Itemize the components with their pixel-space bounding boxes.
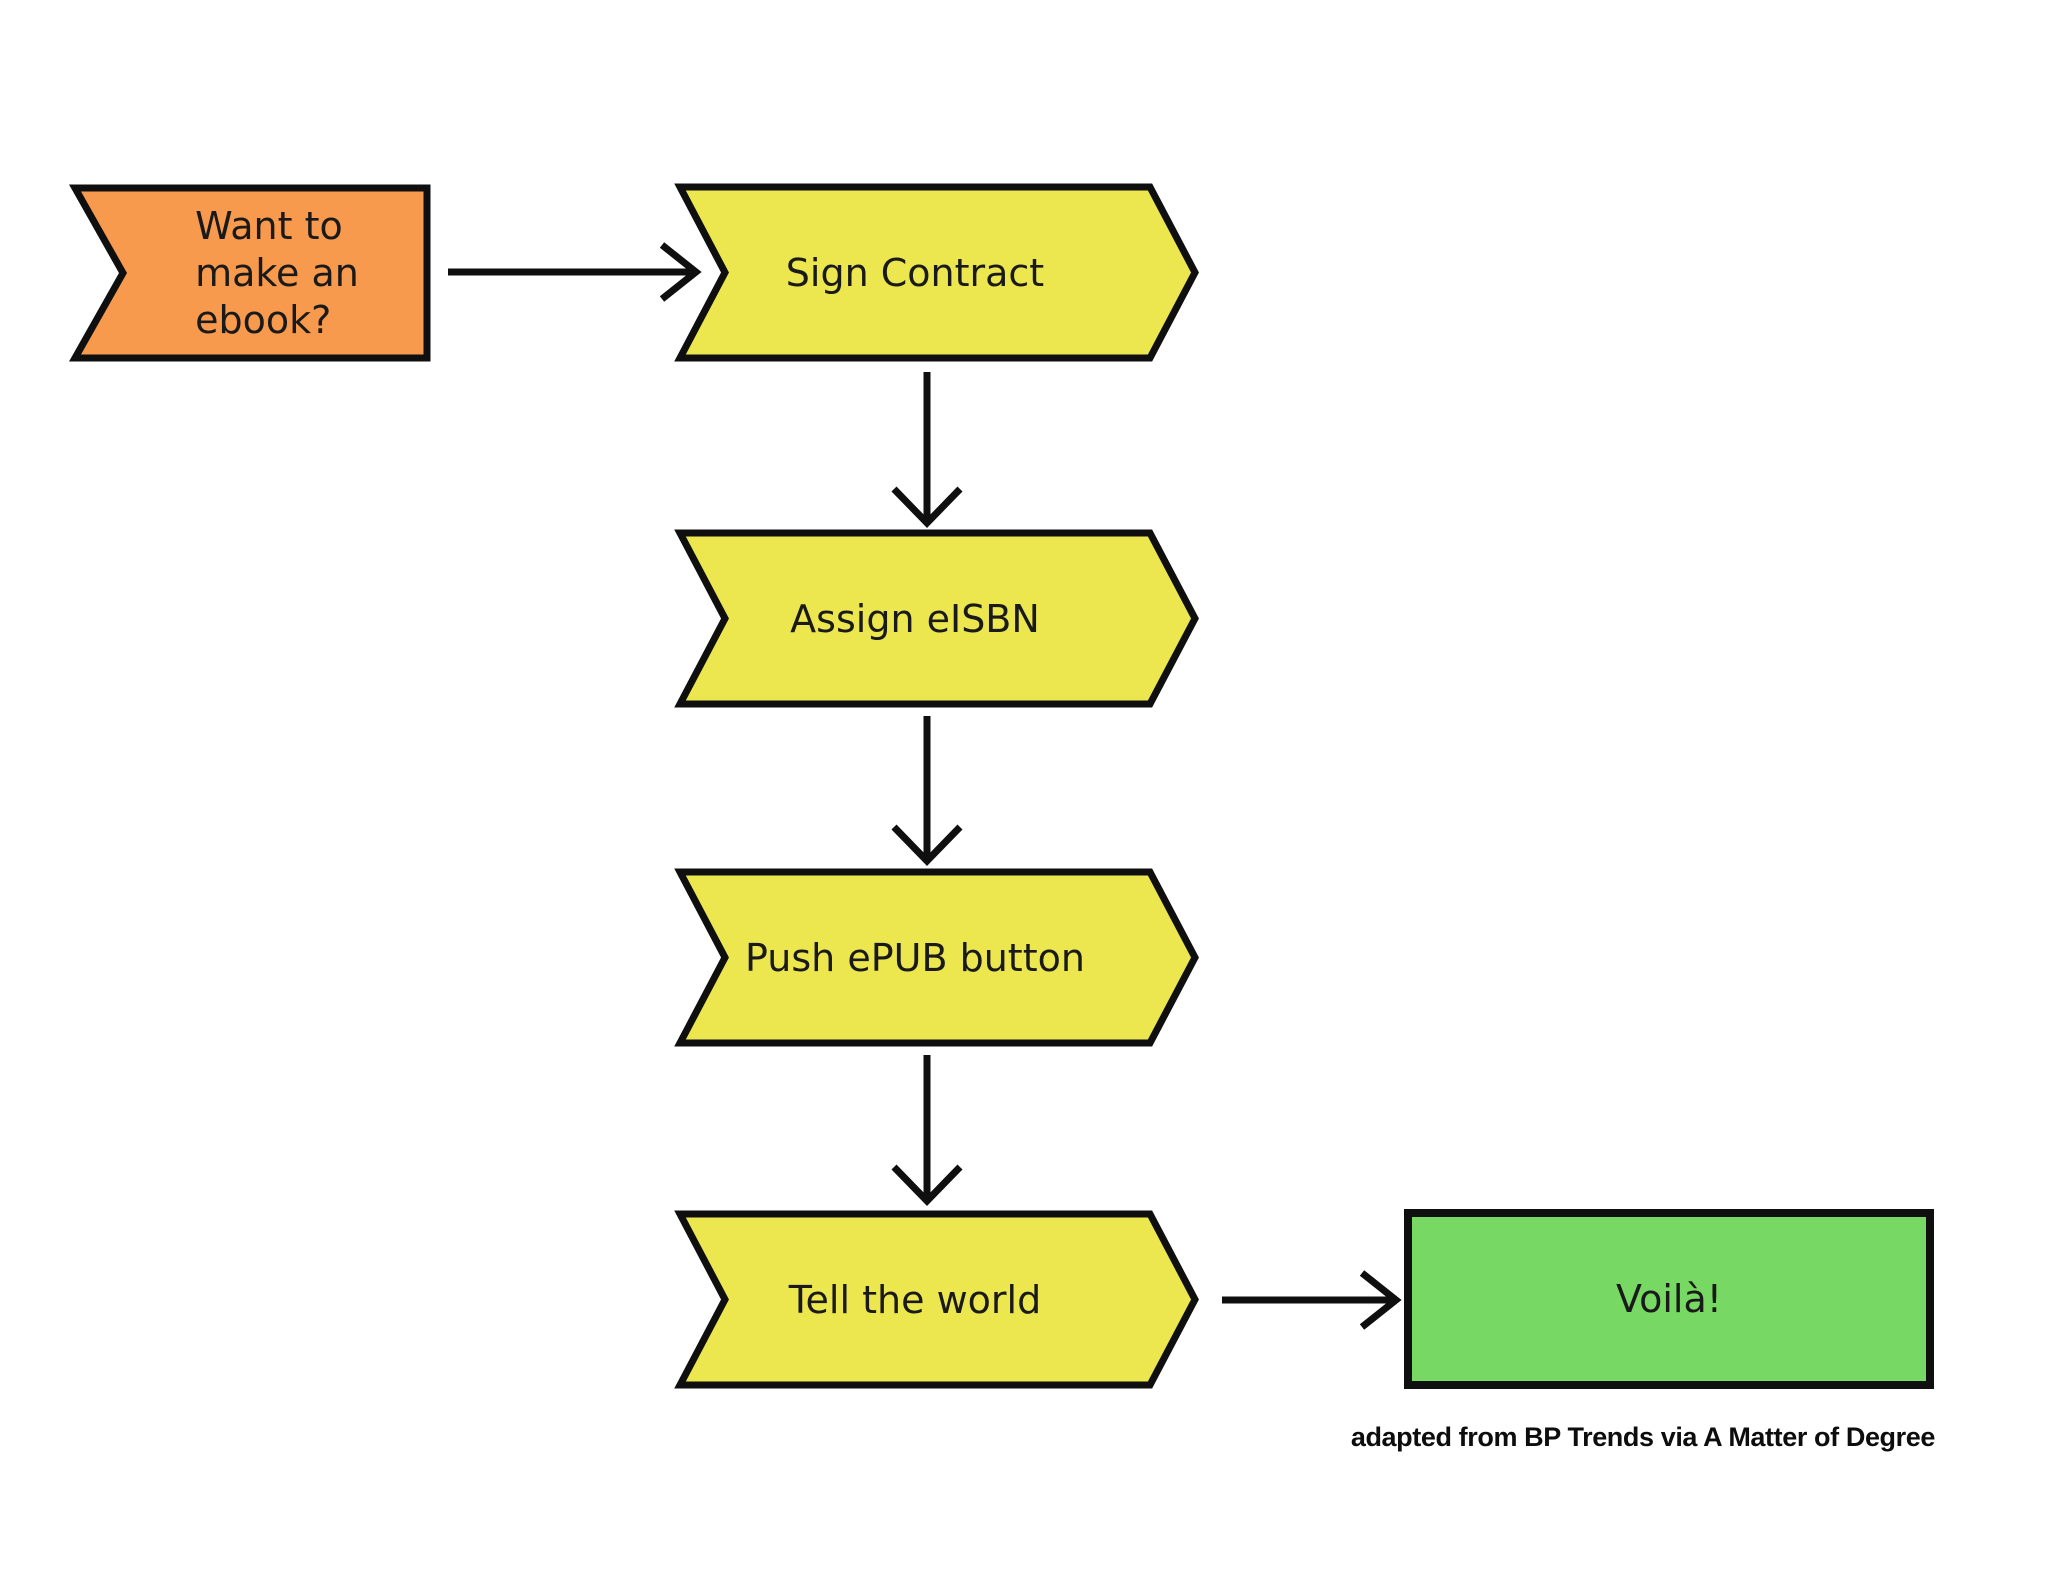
arrow-assign-eisbn-to-push-epub	[891, 716, 963, 867]
arrow-head	[891, 824, 963, 867]
arrow-head	[891, 486, 963, 529]
arrow-push-epub-to-tell-world	[891, 1055, 963, 1207]
arrow-head	[1359, 1270, 1402, 1330]
arrow-head	[891, 1164, 963, 1207]
arrow-head	[659, 242, 702, 302]
arrow-tell-world-to-voila	[1222, 1270, 1402, 1330]
node-shape-voila	[1404, 1209, 1934, 1389]
node-shape-tell-world	[674, 1210, 1199, 1389]
node-shape-want-ebook	[69, 184, 431, 362]
node-shape-push-epub	[674, 868, 1199, 1047]
arrow-sign-contract-to-assign-eisbn	[891, 372, 963, 529]
node-shape-assign-eisbn	[674, 529, 1199, 708]
arrow-want-ebook-to-sign-contract	[448, 242, 702, 302]
node-shape-sign-contract	[674, 183, 1199, 362]
attribution-caption: adapted from BP Trends via A Matter of D…	[1350, 1422, 1936, 1452]
